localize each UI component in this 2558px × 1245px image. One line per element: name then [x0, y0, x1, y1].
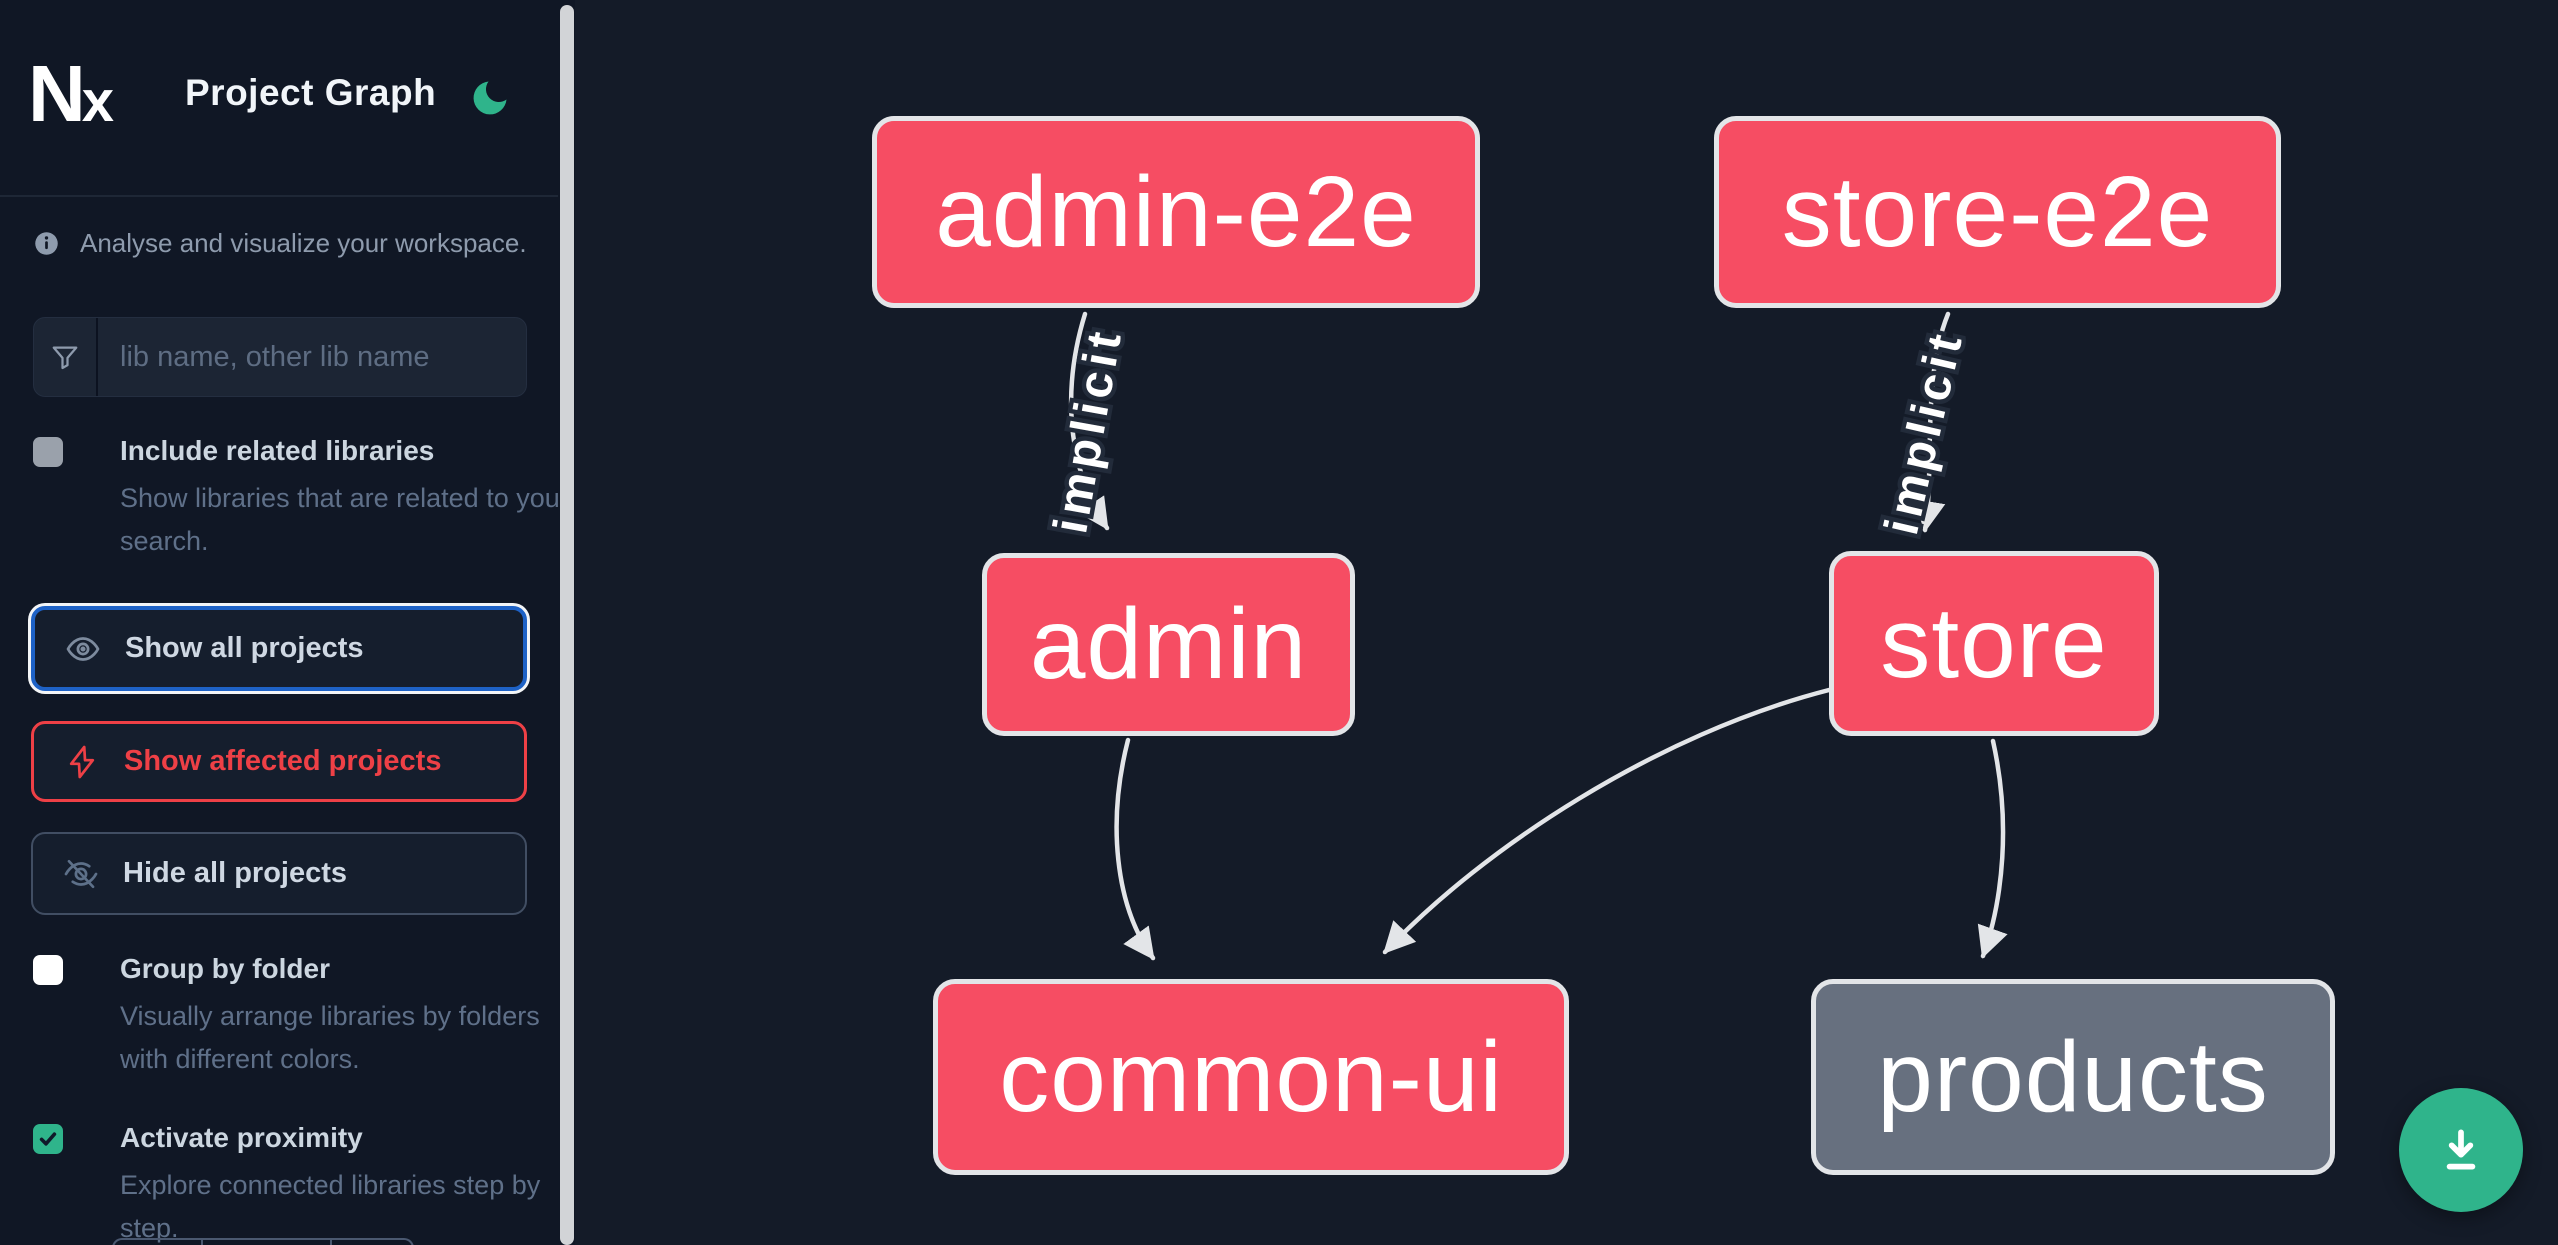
show-affected-projects-label: Show affected projects — [124, 745, 442, 777]
project-graph-canvas[interactable]: implicit implicit admin-e2e store-e2e ad… — [575, 0, 2558, 1245]
info-icon — [35, 232, 58, 255]
group-by-folder-description: Visually arrange libraries by folders wi… — [120, 1001, 540, 1074]
edge-store-e2e-to-store — [1914, 311, 1951, 533]
search-filter — [33, 317, 527, 397]
include-related-row: Include related libraries Show libraries… — [33, 435, 569, 556]
edge-label-implicit-1: implicit — [1044, 323, 1132, 537]
group-by-folder-checkbox[interactable] — [33, 955, 63, 985]
include-related-description: Show libraries that are related to your … — [120, 483, 569, 556]
filter-funnel-icon — [34, 318, 98, 396]
graph-node-store[interactable]: store — [1829, 551, 2159, 736]
activate-proximity-description: Explore connected libraries step by step… — [120, 1170, 541, 1243]
graph-node-admin-e2e[interactable]: admin-e2e — [872, 116, 1480, 308]
edge-label-implicit-2: implicit — [1875, 325, 1973, 540]
download-image-button[interactable] — [2399, 1088, 2523, 1212]
group-by-folder-row: Group by folder Visually arrange librari… — [33, 953, 540, 1074]
edge-admin-to-common-ui — [1114, 737, 1156, 961]
show-all-projects-label: Show all projects — [125, 632, 364, 664]
edge-store-to-products — [1977, 738, 2008, 959]
tagline-text: Analyse and visualize your workspace. — [80, 228, 527, 258]
activate-proximity-checkbox[interactable] — [33, 1124, 63, 1154]
graph-node-common-ui[interactable]: common-ui — [933, 979, 1569, 1175]
sidebar-scrollbar — [558, 0, 575, 1245]
moon-icon — [473, 81, 507, 115]
graph-node-admin[interactable]: admin — [982, 553, 1355, 736]
search-input[interactable] — [98, 318, 526, 396]
eye-off-icon — [63, 856, 99, 892]
segmented-option-1[interactable] — [114, 1240, 203, 1245]
graph-node-products[interactable]: products — [1811, 979, 2335, 1175]
activate-proximity-label[interactable]: Activate proximity — [120, 1122, 363, 1153]
nx-logo: Nx — [28, 49, 114, 138]
segmented-option-3[interactable] — [332, 1240, 412, 1245]
page-title: Project Graph — [185, 72, 437, 113]
tagline-row: Analyse and visualize your workspace. — [33, 228, 527, 259]
edge-admin-e2e-to-admin — [1068, 311, 1110, 531]
download-icon — [2446, 1129, 2476, 1170]
include-related-label[interactable]: Include related libraries — [120, 435, 435, 466]
eye-icon — [65, 631, 101, 667]
show-affected-projects-button[interactable]: Show affected projects — [31, 721, 527, 802]
sidebar: Nx Project Graph Analyse and visualize y… — [0, 0, 575, 1245]
graph-node-store-e2e[interactable]: store-e2e — [1714, 116, 2281, 308]
bolt-icon — [64, 744, 100, 780]
segmented-option-2[interactable] — [203, 1240, 332, 1245]
check-icon — [39, 1132, 57, 1146]
include-related-checkbox[interactable] — [33, 437, 63, 467]
edge-store-to-common-ui — [1382, 687, 1832, 955]
dependency-edges: implicit implicit — [1040, 311, 2008, 961]
show-all-projects-button[interactable]: Show all projects — [31, 606, 527, 691]
hide-all-projects-button[interactable]: Hide all projects — [31, 832, 527, 915]
activate-proximity-row: Activate proximity Explore connected lib… — [33, 1122, 540, 1243]
display-options-segmented-control[interactable] — [112, 1238, 414, 1245]
hide-all-projects-label: Hide all projects — [123, 857, 348, 889]
sidebar-scrollbar-thumb[interactable] — [560, 5, 574, 1245]
sidebar-divider — [0, 195, 575, 197]
group-by-folder-label[interactable]: Group by folder — [120, 953, 330, 984]
dark-mode-toggle[interactable] — [468, 76, 512, 120]
